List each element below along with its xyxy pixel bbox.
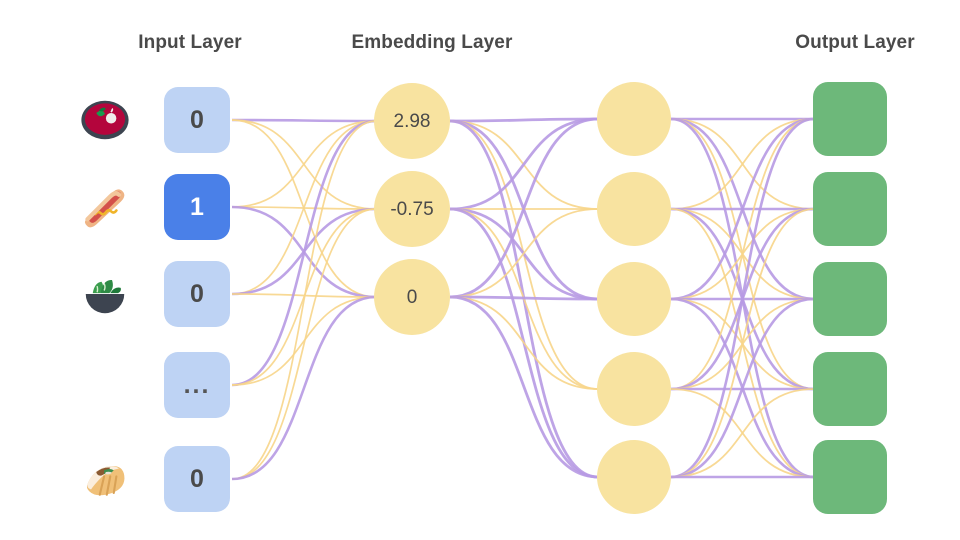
title-output-layer: Output Layer: [795, 32, 915, 53]
hidden-node-1[interactable]: [597, 172, 671, 246]
input-node-0[interactable]: 0: [164, 87, 230, 153]
soup-bowl-icon: [77, 92, 133, 148]
embedding-node-0[interactable]: 2.98: [374, 83, 450, 159]
hidden-node-3[interactable]: [597, 352, 671, 426]
embedding-node-2[interactable]: 0: [374, 259, 450, 335]
hotdog-icon: [77, 179, 133, 235]
input-node-1[interactable]: 1: [164, 174, 230, 240]
input-node-2[interactable]: 0: [164, 261, 230, 327]
input-node-4[interactable]: 0: [164, 446, 230, 512]
input-node-3[interactable]: ...: [164, 352, 230, 418]
hidden-node-2[interactable]: [597, 262, 671, 336]
output-node-0[interactable]: [813, 82, 887, 156]
output-node-2[interactable]: [813, 262, 887, 336]
output-node-1[interactable]: [813, 172, 887, 246]
burrito-icon: [77, 451, 133, 507]
output-node-4[interactable]: [813, 440, 887, 514]
output-node-3[interactable]: [813, 352, 887, 426]
hidden-node-0[interactable]: [597, 82, 671, 156]
title-embedding-layer: Embedding Layer: [351, 32, 513, 53]
hidden-node-4[interactable]: [597, 440, 671, 514]
title-input-layer: Input Layer: [138, 32, 242, 53]
embedding-node-1[interactable]: -0.75: [374, 171, 450, 247]
salad-bowl-icon: [77, 266, 133, 322]
